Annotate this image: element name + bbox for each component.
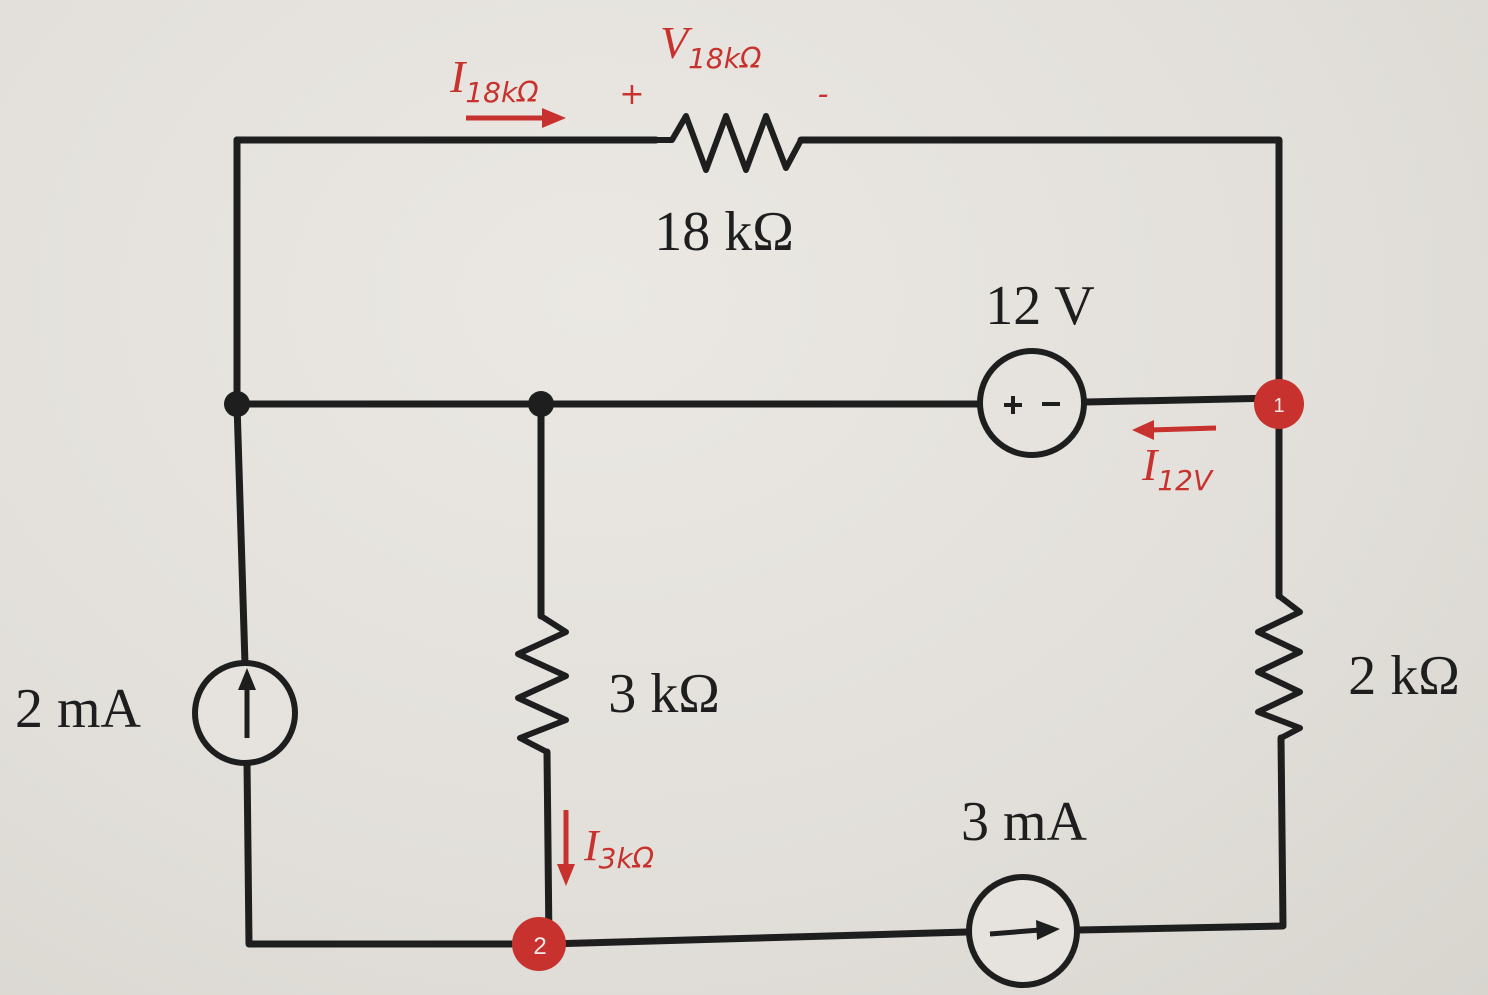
- resistor-3k: [515, 613, 569, 755]
- junction-left: [224, 391, 250, 417]
- node-2-label: 2: [533, 933, 546, 960]
- resistor-2k-label: 2 kΩ: [1348, 645, 1460, 707]
- wire-middle-right: [1082, 394, 1283, 406]
- node-2-marker: 2: [512, 917, 566, 971]
- node-1-label: 1: [1273, 395, 1284, 417]
- resistor-18k-label: 18 kΩ: [654, 201, 794, 263]
- current-source-3ma: [966, 874, 1080, 988]
- junction-middle: [528, 391, 554, 417]
- current-source-2ma: [192, 660, 298, 766]
- current-source-2ma-label: 2 mA: [15, 678, 142, 740]
- i18k-arrow: [466, 108, 566, 128]
- wire-3k-bottom: [543, 748, 553, 948]
- v18k-label: V18kΩ: [660, 17, 762, 75]
- resistor-18k: [653, 113, 804, 173]
- i3k-label: I3kΩ: [583, 821, 655, 875]
- resistor-2k: [1255, 593, 1303, 741]
- i12v-arrow: [1132, 420, 1217, 440]
- node-1-marker: 1: [1254, 379, 1304, 429]
- i12v-label: I12V: [1141, 439, 1214, 497]
- v18k-plus: +: [619, 77, 644, 112]
- wire-top-right: [797, 136, 1283, 402]
- wire-right-bottom: [1075, 734, 1287, 934]
- v18k-minus: -: [818, 77, 829, 112]
- resistor-3k-label: 3 kΩ: [608, 663, 720, 725]
- voltage-source-label: 12 V: [985, 275, 1094, 337]
- i3k-arrow: [557, 810, 575, 886]
- wire-bottom: [545, 928, 971, 948]
- i18k-label: I18kΩ: [449, 51, 539, 109]
- wires: [233, 136, 1287, 948]
- voltage-source-12v: [977, 348, 1087, 458]
- current-source-3ma-label: 3 mA: [961, 791, 1088, 853]
- wire-left-lower: [243, 758, 537, 948]
